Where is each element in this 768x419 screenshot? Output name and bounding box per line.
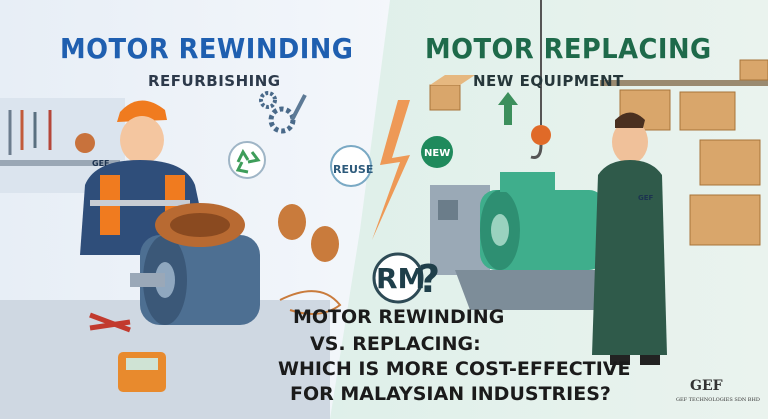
motor-stand xyxy=(430,185,640,310)
lightning-divider xyxy=(372,100,410,240)
pliers-icon xyxy=(89,312,131,333)
reuse-badge-text: REUSE xyxy=(333,163,374,176)
headline-line1: MOTOR REWINDING xyxy=(293,306,505,328)
company-logo: GEF xyxy=(690,378,723,394)
headline-line3: WHICH IS MORE COST-EFFECTIVE xyxy=(278,358,631,380)
up-arrow-icon xyxy=(498,92,518,125)
box-icon xyxy=(429,75,475,111)
wrench-icon xyxy=(290,94,307,121)
copper-spool-icon xyxy=(278,204,342,315)
company-name: GEF TECHNOLOGIES SDN BHD xyxy=(676,397,760,403)
tool-wall xyxy=(0,98,125,193)
new-badge xyxy=(421,136,453,168)
currency-text: RM xyxy=(376,262,426,295)
new-badge-text: NEW xyxy=(424,148,451,159)
crane-hook-icon xyxy=(530,0,551,159)
reuse-badge xyxy=(330,145,372,187)
right-subtitle: NEW EQUIPMENT xyxy=(473,72,624,90)
right-title: MOTOR REPLACING xyxy=(425,32,712,65)
multimeter-icon xyxy=(118,352,166,392)
headline-line4: FOR MALAYSIAN INDUSTRIES? xyxy=(290,383,611,405)
left-title: MOTOR REWINDING xyxy=(60,32,354,65)
motor-icon xyxy=(480,172,605,270)
vest-logo-left: GEF xyxy=(92,159,110,168)
headline-line2: VS. REPLACING: xyxy=(310,333,481,355)
rewinding-motor xyxy=(130,203,260,325)
cost-question-icon: ? xyxy=(372,252,440,304)
left-subtitle: REFURBISHING xyxy=(148,72,281,90)
recycle-icon xyxy=(228,141,266,179)
vest-logo-right: GEF xyxy=(638,194,654,202)
engineer-figure xyxy=(592,112,667,365)
svg-text:?: ? xyxy=(418,257,440,301)
warehouse-shelf xyxy=(600,59,768,246)
